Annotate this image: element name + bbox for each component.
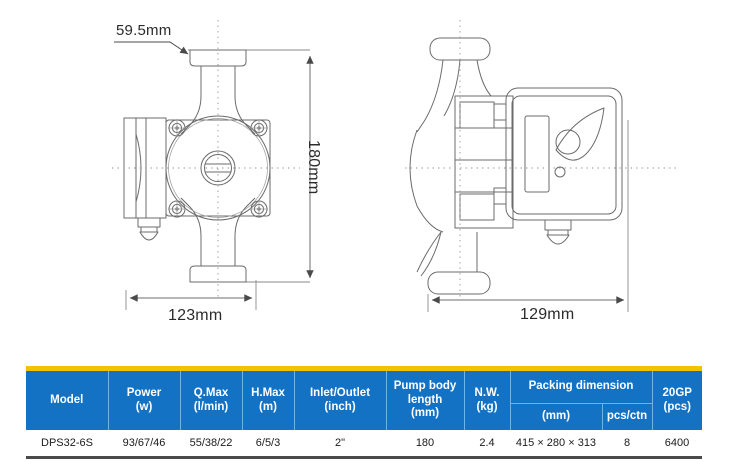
dim-leader-59-5 (114, 41, 189, 55)
cell-20gp: 6400 (652, 430, 702, 459)
specification-table: Model Power (w) Q.Max (l/min) H.Max (m) (26, 371, 702, 459)
table-row: DPS32-6S 93/67/46 55/38/22 6/5/3 2" 180 … (26, 430, 702, 459)
col-header-hmax: H.Max (m) (241, 371, 295, 430)
cell-model: DPS32-6S (26, 430, 108, 459)
col-header-power-line1: Power (126, 386, 162, 399)
col-header-hmax-line1: H.Max (251, 386, 285, 399)
specification-table-wrapper: Model Power (w) Q.Max (l/min) H.Max (m) (26, 366, 702, 459)
table-accent-bar (26, 366, 702, 371)
dimension-label-height: 180mm (305, 140, 322, 195)
table-body: DPS32-6S 93/67/46 55/38/22 6/5/3 2" 180 … (26, 430, 702, 459)
col-header-pump-body-line3: (mm) (410, 407, 440, 420)
cell-net-weight: 2.4 (464, 430, 510, 459)
col-header-packing-pcs-ctn: pcs/ctn (601, 403, 653, 430)
front-view-centerlines (112, 20, 300, 300)
col-header-20gp-line2: (pcs) (663, 400, 691, 413)
col-header-20gp: 20GP (pcs) (651, 371, 702, 430)
cell-qmax: 55/38/22 (180, 430, 242, 459)
col-header-model: Model (26, 371, 109, 430)
col-header-pump-body-length: Pump body length (mm) (385, 371, 465, 430)
dimension-label-depth: 129mm (520, 306, 575, 323)
table-header-row-main: Model Power (w) Q.Max (l/min) H.Max (m) (26, 371, 702, 430)
cell-power: 93/67/46 (108, 430, 180, 459)
col-header-pump-body-line2: length (407, 393, 443, 406)
col-header-power-line2: (w) (135, 400, 153, 413)
col-header-pump-body-line1: Pump body (393, 380, 457, 393)
cell-pcs-per-ctn: 8 (602, 430, 652, 459)
cell-pump-body-length: 180 (386, 430, 464, 459)
col-header-net-weight-line2: (kg) (476, 400, 498, 413)
cell-inlet-outlet: 2" (294, 430, 386, 459)
col-header-power: Power (w) (107, 371, 181, 430)
dimension-label-width: 123mm (168, 307, 223, 324)
col-header-qmax-line1: Q.Max (193, 386, 229, 399)
col-header-20gp-line1: 20GP (662, 386, 692, 399)
col-header-inlet-outlet: Inlet/Outlet (inch) (293, 371, 387, 430)
table-header-row-sub: (mm) pcs/ctn (26, 403, 702, 430)
col-header-packing-mm: (mm) (509, 403, 603, 430)
side-view-centerlines (405, 20, 680, 300)
front-view-geometry (123, 49, 310, 310)
col-header-net-weight-line1: N.W. (474, 386, 500, 399)
col-header-qmax-line2: (l/min) (193, 400, 229, 413)
dimension-label-flange-width: 59.5mm (116, 22, 172, 39)
col-header-hmax-line2: (m) (259, 400, 277, 413)
col-header-inlet-outlet-line2: (inch) (324, 400, 356, 413)
technical-drawings: 59.5mm 123mm 180mm 129mm (112, 20, 680, 324)
col-header-packing-dimension: Packing dimension (509, 371, 653, 404)
col-header-inlet-outlet-line1: Inlet/Outlet (309, 386, 371, 399)
side-view-geometry (409, 37, 623, 295)
drawings-canvas (112, 20, 680, 312)
cell-hmax: 6/5/3 (242, 430, 294, 459)
col-header-qmax: Q.Max (l/min) (179, 371, 243, 430)
cell-packing-mm: 415 × 280 × 313 (510, 430, 602, 459)
col-header-net-weight: N.W. (kg) (463, 371, 511, 430)
